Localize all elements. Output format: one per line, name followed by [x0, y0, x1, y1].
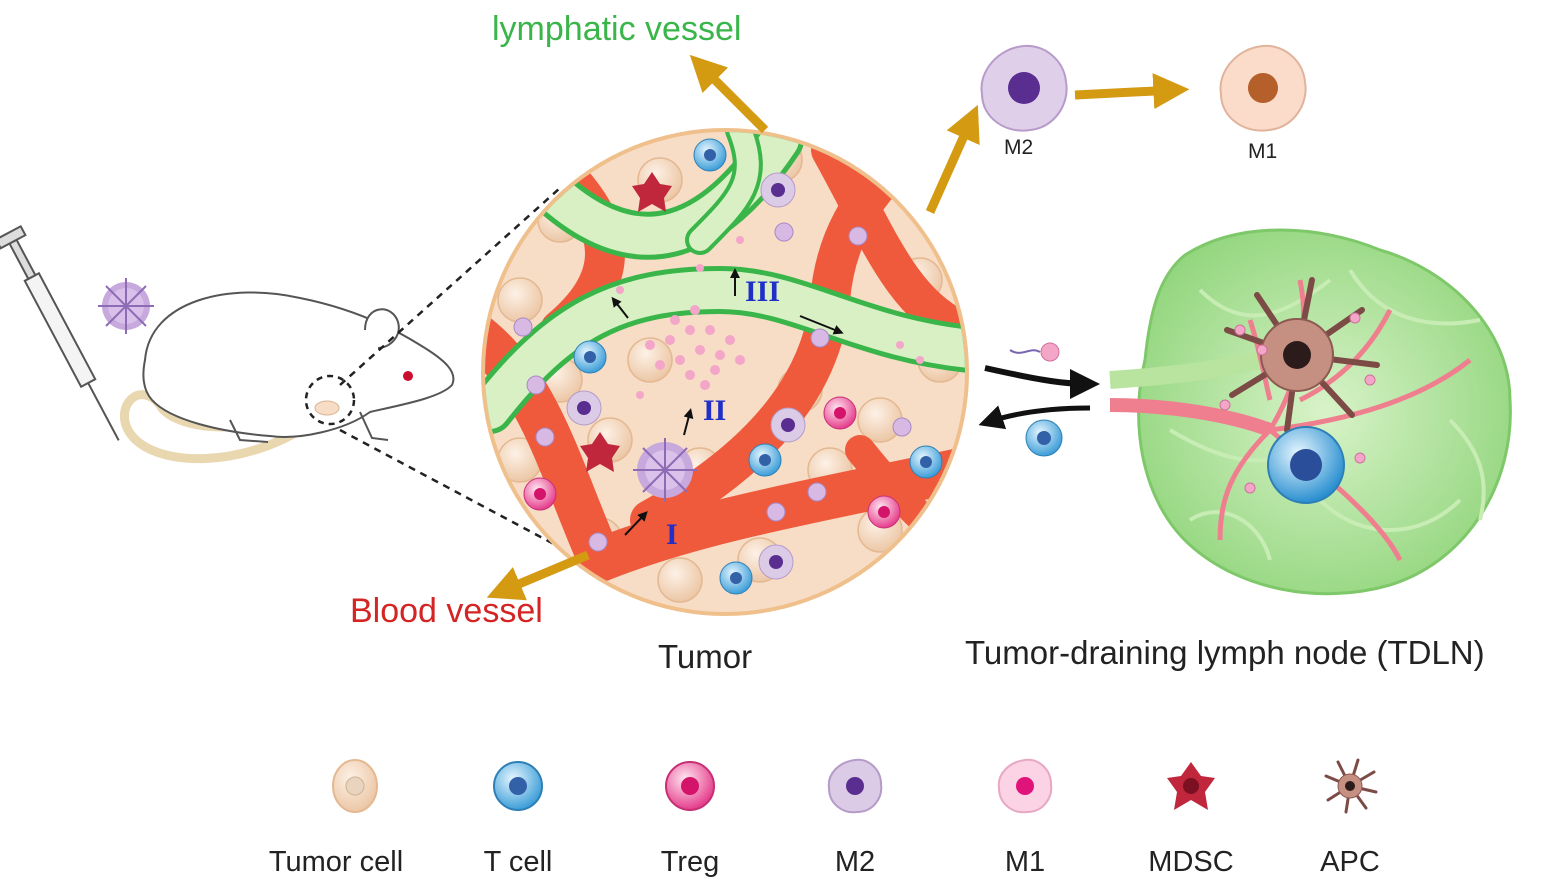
arrow-m2-to-m1: [1074, 73, 1190, 110]
t-cell-icon: [493, 761, 543, 811]
apc-icon: [1324, 758, 1378, 814]
afferent-lymphatic: [1109, 351, 1263, 389]
tumor-magnified-view: [481, 128, 969, 616]
syringe: [0, 224, 120, 441]
mdsc-icon: [1167, 762, 1215, 810]
blood-vessel-into-node: [1109, 398, 1273, 437]
legend-label-m1: M1: [1004, 846, 1046, 878]
tregs-in-tumor: [523, 396, 901, 529]
tdln-label: Tumor-draining lymph node (TDLN): [965, 634, 1485, 671]
stage-1-label: I: [666, 518, 678, 551]
stage-3-label: III: [745, 275, 781, 308]
syringe-barrel: [23, 271, 97, 389]
mouse-hind-leg: [229, 419, 269, 443]
node-nanoparticles: [1219, 312, 1376, 494]
syringe-plunger-head: [0, 224, 27, 250]
migrating-nanoparticle-icon: [1009, 342, 1060, 362]
mdsc-in-tumor: [580, 172, 672, 472]
mouse-tumor-highlight: [304, 374, 356, 426]
zoom-line-upper: [339, 187, 561, 386]
blood-vessel-label: Blood vessel: [350, 592, 543, 630]
m2-macrophage-icon: [827, 758, 883, 814]
nanoparticle-icon: [98, 278, 154, 334]
treg-icon: [665, 761, 715, 811]
mouse-tumor-site: [314, 400, 340, 416]
released-nanoparticles: [616, 236, 924, 399]
arrow-to-blood: [486, 550, 590, 601]
arrow-from-tdln: [978, 405, 1091, 430]
mouse-front-leg: [359, 411, 389, 441]
mouse-eye: [403, 371, 413, 381]
m1-macrophage-top: [1219, 44, 1307, 132]
legend-label-apc: APC: [1320, 846, 1380, 878]
stage-2-label: II: [703, 394, 727, 427]
syringe-needle: [87, 382, 120, 441]
arrow-to-m2: [925, 104, 980, 214]
m1-macrophage-icon: [997, 758, 1053, 814]
arrow-to-tdln: [984, 365, 1100, 399]
stage-arrows: [611, 268, 844, 536]
legend-label-t-cell: T cell: [483, 846, 553, 878]
legend: [332, 758, 1378, 814]
mouse-body: [142, 291, 455, 438]
tumor-label: Tumor: [658, 638, 753, 675]
arrow-to-lymphatic: [689, 54, 769, 134]
exchange-arrows: [978, 365, 1100, 430]
t-cell-in-node: [1267, 426, 1345, 504]
t-cell-migrating-icon: [1025, 419, 1063, 457]
t-cells-in-tumor: [573, 138, 943, 595]
circulating-cells: [513, 222, 912, 552]
m2-label-top: M2: [1004, 136, 1034, 159]
nanoparticle-in-tumor: [633, 438, 697, 502]
m2-macrophage-top: [980, 44, 1068, 132]
lymphatic-vessel-label: lymphatic vessel: [492, 10, 742, 48]
lymph-node-illustration: [1109, 228, 1512, 596]
tumor-cell-icon: [332, 759, 378, 813]
apc-in-node: [1224, 277, 1380, 433]
legend-label-tumor-cell: Tumor cell: [268, 846, 404, 878]
m2-macrophages-in-tumor: [566, 172, 806, 580]
legend-label-treg: Treg: [660, 846, 720, 878]
legend-label-mdsc: MDSC: [1148, 846, 1234, 878]
mouse-illustration: [119, 291, 455, 464]
lymphatic-vessel-network: [485, 132, 965, 434]
syringe-plunger: [8, 238, 37, 281]
m1-label-top: M1: [1248, 140, 1278, 163]
legend-label-m2: M2: [834, 846, 876, 878]
